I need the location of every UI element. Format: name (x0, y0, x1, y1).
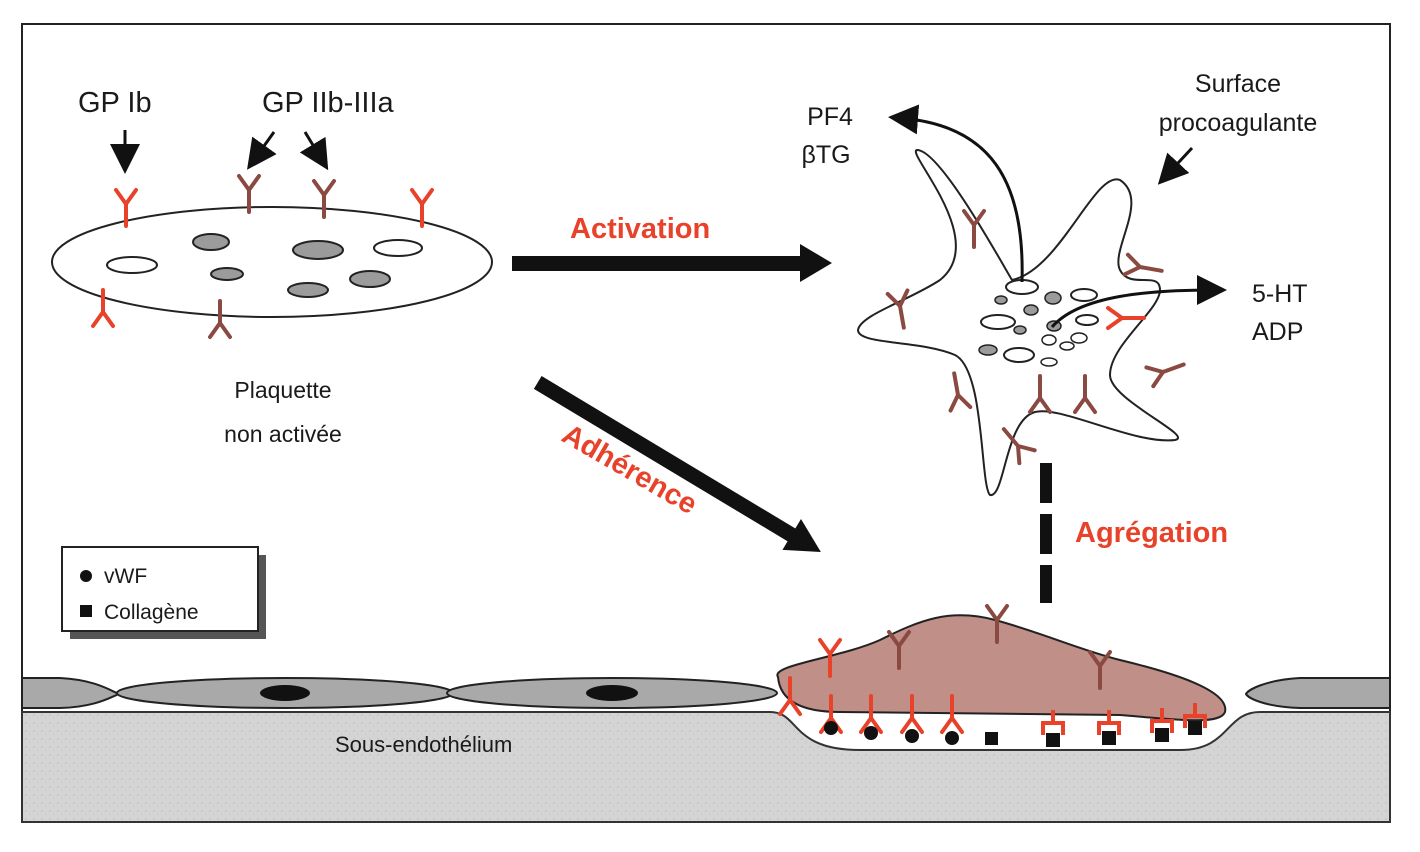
collagen-legend-marker (80, 605, 92, 617)
cell-nucleus (260, 685, 310, 701)
collagen-marker (1155, 728, 1169, 742)
vwf-legend-marker (80, 570, 92, 582)
cell-nucleus (586, 685, 638, 701)
gp-iib-iiia-arrow (247, 131, 277, 170)
surface-label-line2: procoagulante (1159, 109, 1317, 137)
vwf-marker (905, 729, 919, 743)
platelet-label-line2: non activée (224, 421, 342, 447)
pf4-release-arrow (888, 104, 1024, 283)
pf4-label: PF4 (807, 103, 853, 131)
collagen-marker (1102, 731, 1116, 745)
platelet-non-activated (51, 174, 493, 339)
endothelium (21, 677, 1391, 709)
btg-label: βTG (801, 141, 850, 169)
platelet-label-line1: Plaquette (234, 377, 331, 403)
surface-label-line1: Surface (1195, 70, 1281, 98)
legend: vWF Collagène (61, 546, 266, 639)
ht5-release-arrow (1050, 275, 1227, 328)
gp-ib-label: GP Ib (78, 87, 152, 119)
collagen-marker (985, 732, 998, 745)
legend-vwf-label: vWF (104, 565, 147, 588)
ht5-label: 5-HT (1252, 280, 1308, 308)
subendothelium-label: Sous-endothélium (335, 732, 512, 757)
activation-label: Activation (570, 213, 710, 245)
gp-iib-iiia-label: GP IIb-IIIa (262, 87, 395, 119)
aggregation-label: Agrégation (1075, 517, 1228, 549)
adp-label: ADP (1252, 318, 1303, 346)
collagen-marker (1188, 721, 1202, 735)
platelet-adhered (776, 604, 1227, 747)
vwf-marker (864, 726, 878, 740)
surface-arrow (1157, 146, 1194, 185)
gp-iib-iiia-arrow (299, 131, 329, 171)
legend-collagene-label: Collagène (104, 601, 199, 624)
aggregation-dashed-line (1040, 463, 1052, 603)
subendothelium-layer (21, 711, 1391, 823)
vwf-marker (824, 721, 838, 735)
activation-arrow (512, 244, 832, 282)
collagen-marker (1046, 733, 1060, 747)
vwf-marker (945, 731, 959, 745)
adherence-arrow (533, 375, 821, 552)
platelet-activated (856, 148, 1190, 496)
